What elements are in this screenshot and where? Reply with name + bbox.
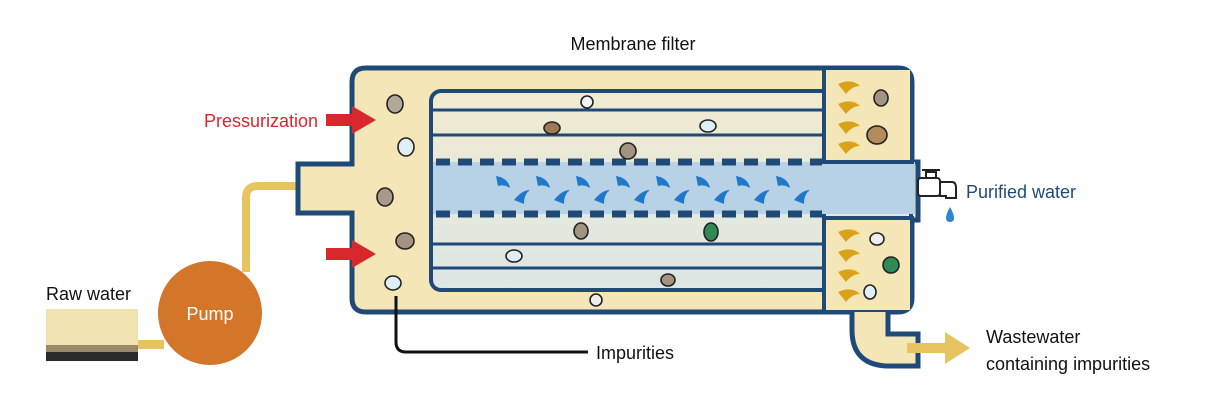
membrane-layers — [433, 108, 824, 270]
wastewater-label-line1: Wastewater — [986, 327, 1080, 347]
raw-water-label: Raw water — [46, 284, 131, 304]
pump — [158, 261, 262, 365]
purified-water-channel — [433, 162, 915, 214]
pump-label: Pump — [186, 304, 233, 324]
spiral-flow-marks — [838, 81, 860, 302]
purified-water-drops — [496, 176, 810, 204]
pressurization-label: Pressurization — [204, 111, 318, 131]
impurities-pointer-line — [394, 296, 588, 354]
purified-water-label: Purified water — [966, 182, 1076, 202]
pressure-arrow-icon — [326, 106, 376, 268]
raw-water-reservoir — [46, 309, 138, 361]
wastewater-outlet-pipe — [849, 312, 921, 369]
impurities-label: Impurities — [596, 343, 674, 363]
raw-water-pipe — [138, 340, 164, 349]
pump-outlet-pipe — [242, 182, 314, 272]
water-drop-icon — [946, 207, 954, 222]
wastewater-label-line2: containing impurities — [986, 354, 1150, 374]
page-title: Membrane filter — [570, 34, 695, 54]
faucet-icon — [917, 169, 957, 199]
wastewater-flow-arrow-icon — [945, 332, 970, 364]
impurity-particles — [376, 89, 900, 359]
